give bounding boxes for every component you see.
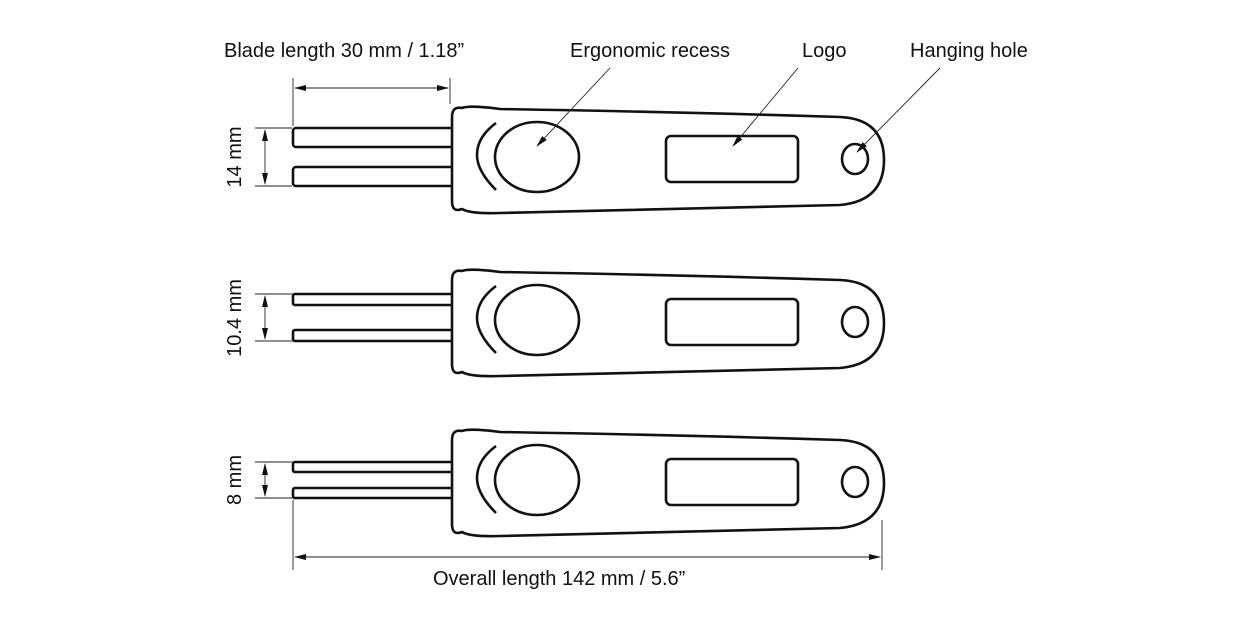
- blade-bottom: [291, 165, 457, 188]
- blade-length-label: Blade length 30 mm / 1.18”: [224, 40, 464, 62]
- blade-bottom: [291, 486, 457, 500]
- tool-10-4mm: 10.4 mm: [224, 268, 886, 378]
- blade-bottom: [291, 328, 457, 343]
- overall-length-label: Overall length 142 mm / 5.6”: [433, 568, 685, 590]
- blade-top: [291, 126, 457, 149]
- blade-top: [291, 292, 457, 307]
- width-label: 14 mm: [224, 126, 246, 187]
- width-label: 10.4 mm: [224, 279, 246, 357]
- handle: [450, 105, 886, 215]
- blade-top: [291, 460, 457, 474]
- logo-label: Logo: [802, 40, 847, 62]
- logo-leader: [732, 67, 799, 147]
- tool-14mm: 14 mm: [224, 105, 886, 215]
- hanging-hole-leader: [856, 67, 941, 153]
- hanging-hole-label: Hanging hole: [910, 40, 1028, 62]
- width-label: 8 mm: [224, 455, 246, 505]
- tool-8mm: 8 mm: [224, 428, 886, 538]
- recess-leader: [536, 67, 611, 147]
- ergonomic-recess-label: Ergonomic recess: [570, 40, 730, 62]
- handle: [450, 268, 886, 378]
- handle: [450, 428, 886, 538]
